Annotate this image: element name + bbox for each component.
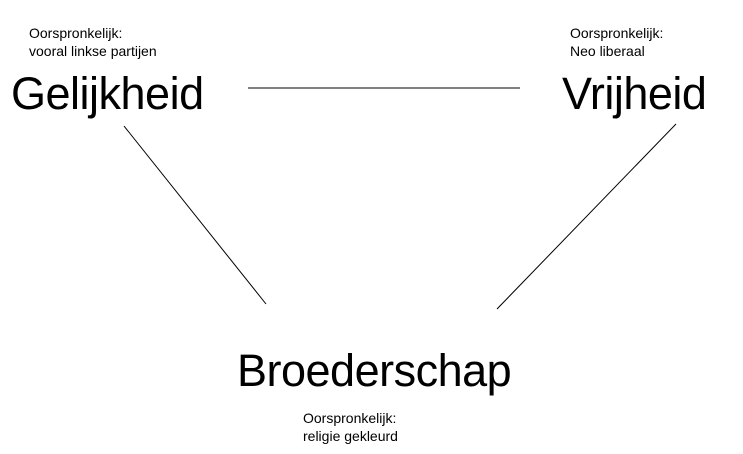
vrijheid-note-line2: Neo liberaal bbox=[570, 43, 645, 59]
edge-gelijkheid-broederschap bbox=[123, 125, 267, 305]
gelijkheid-note: Oorspronkelijk: vooral linkse partijen bbox=[29, 24, 157, 60]
vrijheid-note: Oorspronkelijk: Neo liberaal bbox=[570, 24, 663, 60]
broederschap-note-line1: Oorspronkelijk: bbox=[303, 410, 397, 426]
gelijkheid-title: Gelijkheid bbox=[11, 68, 204, 119]
gelijkheid-note-line1: Oorspronkelijk: bbox=[29, 25, 123, 41]
vrijheid-title: Vrijheid bbox=[562, 68, 707, 119]
gelijkheid-note-line2: vooral linkse partijen bbox=[29, 43, 157, 59]
edge-vrijheid-broederschap bbox=[496, 123, 677, 310]
broederschap-title: Broederschap bbox=[237, 345, 512, 396]
broederschap-note: Oorspronkelijk: religie gekleurd bbox=[303, 409, 398, 445]
broederschap-note-line2: religie gekleurd bbox=[303, 428, 398, 444]
vrijheid-note-line1: Oorspronkelijk: bbox=[570, 25, 664, 41]
